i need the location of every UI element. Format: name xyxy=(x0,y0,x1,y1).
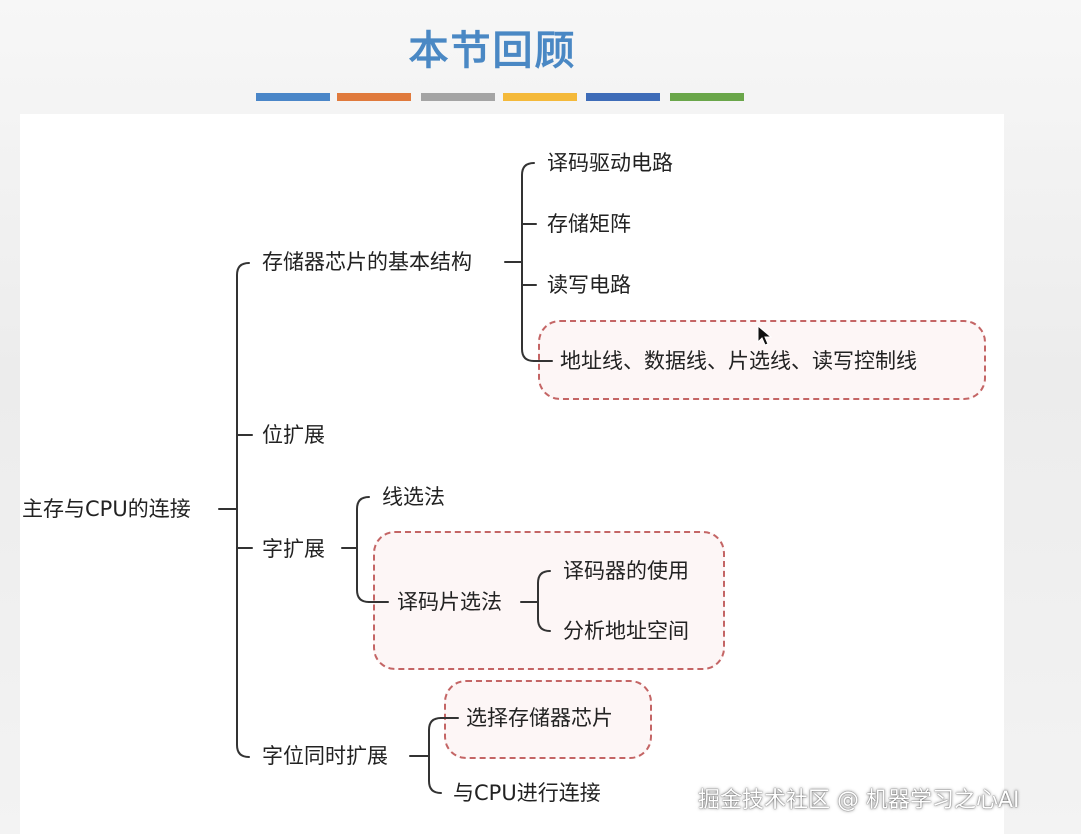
node-decoder-select: 译码片选法 xyxy=(397,590,502,614)
node-connect-cpu: 与CPU进行连接 xyxy=(453,781,601,805)
node-address-space: 分析地址空间 xyxy=(563,619,689,643)
color-bar-5 xyxy=(586,93,660,101)
page-title: 本节回顾 xyxy=(408,28,577,74)
mouse-cursor-icon xyxy=(757,325,773,346)
bracket-word-expansion xyxy=(356,496,370,603)
node-bit-expansion: 位扩展 xyxy=(262,423,325,447)
node-decoder-usage: 译码器的使用 xyxy=(563,559,689,583)
node-rw-circuit: 读写电路 xyxy=(547,273,631,297)
content-panel xyxy=(20,114,1004,834)
node-decoder-driver: 译码驱动电路 xyxy=(547,151,673,175)
node-line-select: 线选法 xyxy=(382,485,445,509)
bracket-main xyxy=(236,262,250,758)
color-bar-2 xyxy=(337,93,411,101)
watermark: 掘金技术社区 @ 机器学习之心AI xyxy=(698,788,1020,813)
highlight-frame-decoder-select xyxy=(373,531,725,670)
highlight-frame-select-chip xyxy=(444,680,652,759)
bracket-basic-structure xyxy=(521,162,535,362)
node-select-chip: 选择存储器芯片 xyxy=(466,706,613,730)
bracket-decoder-select xyxy=(537,570,551,632)
node-storage-matrix: 存储矩阵 xyxy=(547,212,631,236)
node-root: 主存与CPU的连接 xyxy=(22,497,191,521)
color-bar-3 xyxy=(421,93,495,101)
node-basic-structure: 存储器芯片的基本结构 xyxy=(262,250,472,274)
node-address-lines: 地址线、数据线、片选线、读写控制线 xyxy=(560,349,917,373)
color-bar-4 xyxy=(503,93,577,101)
color-bar-1 xyxy=(256,93,330,101)
node-word-bit-expansion: 字位同时扩展 xyxy=(262,744,388,768)
node-word-expansion: 字扩展 xyxy=(262,537,325,561)
color-bar-6 xyxy=(670,93,744,101)
bracket-word-bit xyxy=(428,717,442,794)
